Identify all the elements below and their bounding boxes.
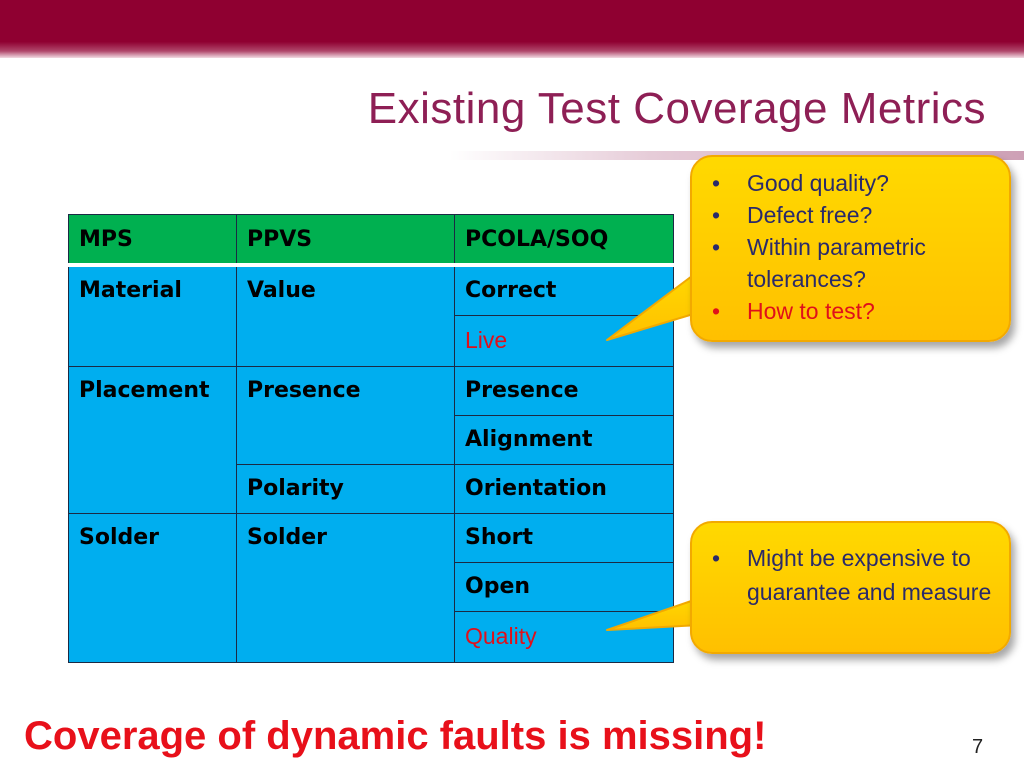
mps-material: Material [68, 264, 237, 367]
footer-statement: Coverage of dynamic faults is missing! [24, 714, 767, 758]
soq-alignment: Alignment [454, 415, 674, 465]
header-ppvs: PPVS [236, 214, 455, 267]
ppvs-presence: Presence [236, 366, 455, 465]
table-header-row: MPS PPVS PCOLA/SOQ [68, 214, 674, 267]
table-row: Polarity Orientation [69, 464, 674, 514]
mps-solder: Solder [68, 513, 237, 663]
header-pcola-soq: PCOLA/SOQ [454, 214, 674, 267]
top-banner [0, 0, 1024, 58]
callout-item: •Defect free? [712, 202, 873, 228]
page-number: 7 [972, 736, 984, 758]
ppvs-value: Value [236, 264, 455, 367]
callout-item: •Within parametric tolerances? [712, 234, 926, 292]
ppvs-polarity: Polarity [236, 464, 455, 514]
callout-1-pointer [606, 269, 701, 341]
table-row: Material Value Correct [68, 264, 674, 367]
callout-quality-questions: •Good quality? •Defect free? •Within par… [690, 155, 1011, 342]
callout-2-pointer [606, 597, 701, 631]
header-mps: MPS [68, 214, 237, 267]
callout-item: •Might be expensive to guarantee and mea… [712, 545, 992, 605]
slide-title: Existing Test Coverage Metrics [367, 84, 986, 133]
table-row: Live [69, 315, 674, 367]
callout-item: •Good quality? [712, 170, 889, 196]
ppvs-solder: Solder [236, 513, 455, 663]
soq-quality-label: Quality [465, 623, 537, 649]
soq-correct: Correct [454, 264, 674, 316]
table-row: Alignment [69, 415, 674, 465]
table-row: Solder Solder Short [68, 513, 674, 663]
soq-live: Live [454, 315, 674, 367]
soq-orientation: Orientation [454, 464, 674, 514]
callout-expense-note: •Might be expensive to guarantee and mea… [690, 521, 1011, 654]
mps-placement: Placement [68, 366, 237, 514]
soq-live-label: Live [465, 327, 508, 353]
soq-short: Short [454, 513, 674, 563]
callout-item-how-to-test: •How to test? [712, 298, 875, 324]
coverage-metrics-table: MPS PPVS PCOLA/SOQ Material Value Correc… [68, 214, 674, 663]
